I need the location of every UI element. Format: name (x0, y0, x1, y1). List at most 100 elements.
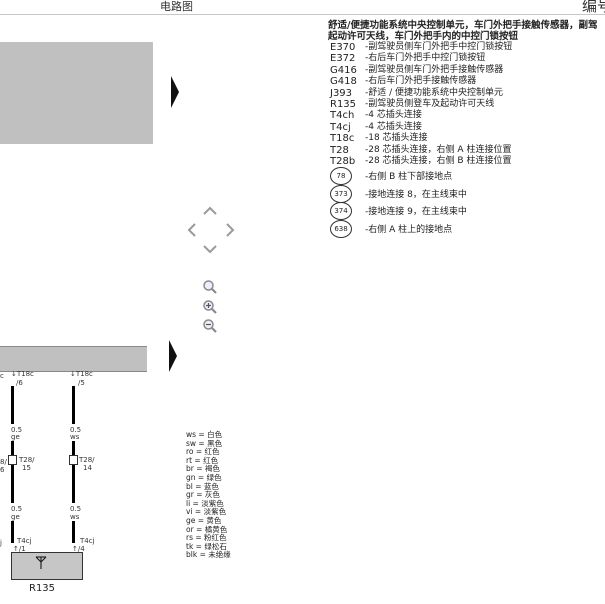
title-bar: 电路图 编号 (0, 0, 605, 15)
component-legend: 舒适/便捷功能系统中央控制单元，车门外把手接触传感器，副驾 起动许可天线，车门外… (328, 20, 605, 238)
zoom-out-icon[interactable] (202, 318, 218, 338)
wire-color-list: ws = 白色 sw = 黑色 ro = 红色 rt = 红色 br = 褐色 … (186, 430, 266, 560)
legend-row: G418 -右后车门外把手接触传感器 (328, 76, 605, 87)
connector-pin: ↑/1 (13, 545, 26, 553)
connector-pin: 15 (22, 464, 31, 472)
color-code: ws = 白色 (186, 430, 223, 439)
legend-code: G418 (330, 76, 357, 88)
connector-t4cj-label: T4cj (80, 537, 95, 545)
connector-pin: 14 (83, 464, 92, 472)
cutoff-label: c (0, 372, 4, 380)
legend-row: T28 -28 芯插头连接，右侧 A 柱连接位置 (328, 145, 605, 156)
legend-code: T28 (330, 144, 349, 156)
color-code: li = 淡紫色 (186, 498, 224, 508)
wire-color: ws (70, 513, 80, 521)
legend-row: J393 -舒适 / 便捷功能系统中央控制单元 (328, 88, 605, 99)
legend-code: T28b (330, 155, 356, 167)
wire-color: ws (70, 433, 80, 441)
legend-desc: -右后车门外把手中控门锁按钮 (365, 53, 486, 64)
color-code: gr = 灰色 (186, 490, 220, 500)
wire-segment (72, 441, 75, 455)
connector-pin: /6 (16, 379, 23, 387)
diagram-pane-bottom (0, 346, 147, 372)
pan-right-icon[interactable] (226, 223, 236, 240)
legend-row: R135-副驾驶员侧登车及起动许可天线 (328, 99, 605, 110)
cutoff-label: 6 (0, 466, 5, 474)
color-code: ge = 黄色 (186, 515, 222, 525)
color-code: sw = 黑色 (186, 438, 223, 448)
legend-desc: -舒适 / 便捷功能系统中央控制单元 (365, 87, 504, 98)
wire-color: ge (11, 513, 20, 521)
document-number-label: 编号 (582, 0, 605, 15)
connector-pin: ↑/4 (72, 545, 85, 553)
legend-desc: -28 芯插头连接，右侧 A 柱连接位置 (365, 144, 512, 155)
legend-desc: -4 芯插头连接 (365, 121, 422, 132)
wire-gauge: 0.5 (11, 505, 23, 513)
r135-component-box (11, 552, 83, 580)
ground-row: 373-接地连接 8，在主线束中 (328, 184, 605, 203)
legend-code: G416 (330, 64, 357, 76)
color-code: blk = 未绝缘 (186, 550, 231, 560)
color-code: bl = 蓝色 (186, 481, 219, 491)
ground-desc: -接地连接 9，在主线束中 (365, 207, 467, 218)
legend-code: E370 (330, 42, 356, 53)
wire-segment (11, 521, 14, 543)
legend-desc: -右后车门外把手接触传感器 (365, 76, 477, 87)
legend-desc: -4 芯插头连接 (365, 110, 422, 121)
connector-t28-box (69, 455, 78, 465)
legend-desc: -副驾驶员侧车门外把手中控门锁按钮 (365, 42, 513, 52)
color-code: gn = 绿色 (186, 472, 222, 482)
diagram-pane-top (0, 42, 153, 144)
ground-row: 78 -右侧 B 柱下部接地点 (328, 167, 605, 186)
wire-segment (72, 386, 75, 424)
r135-label: R135 (29, 583, 56, 594)
pan-down-icon[interactable] (203, 244, 217, 258)
legend-desc: -副驾驶员侧登车及起动许可天线 (365, 98, 495, 109)
cutoff-label: 8/ (0, 458, 7, 466)
color-code: rs = 粉红色 (186, 533, 227, 543)
ground-row: 638 -右侧 A 柱上的接地点 (328, 219, 605, 238)
antenna-icon (35, 556, 47, 569)
wire-gauge: 0.5 (70, 426, 82, 434)
connector-t18c-label: ↓T18c (70, 370, 93, 378)
connector-t28-label: T28/ (79, 456, 95, 464)
ground-point-icon: 373 (330, 184, 352, 203)
next-page-arrow-bottom[interactable] (169, 340, 177, 372)
wire-color: ge (11, 433, 20, 441)
legend-heading-2: 起动许可天线，车门外把手内的中控门锁按钮 (328, 31, 519, 42)
legend-row: T28b-28 芯插头连接，右侧 B 柱连接位置 (328, 156, 605, 167)
color-code: ro = 红色 (186, 447, 220, 457)
ground-desc: -右侧 A 柱上的接地点 (365, 224, 453, 235)
legend-desc: -副驾驶员侧车门外把手接触传感器 (365, 64, 504, 75)
color-code: or = 橘黄色 (186, 524, 228, 534)
zoom-in-icon[interactable] (202, 299, 218, 319)
cutoff-label: j (0, 539, 2, 547)
connector-t28-label: T28/ (19, 456, 35, 464)
legend-heading-1: 舒适/便捷功能系统中央控制单元，车门外把手接触传感器，副驾 (328, 20, 598, 31)
next-page-arrow-top[interactable] (171, 76, 179, 108)
legend-code: T18c (330, 133, 355, 145)
legend-row: E372-右后车门外把手中控门锁按钮 (328, 53, 605, 64)
connector-t18c-label: ↓T18c (11, 370, 34, 378)
ground-point-icon: 78 (330, 167, 352, 186)
wire-segment (11, 465, 14, 503)
legend-row: T18c -18 芯插头连接 (328, 133, 605, 144)
legend-code: T4ch (330, 110, 355, 122)
legend-code: J393 (330, 87, 353, 99)
legend-desc: -18 芯插头连接 (365, 133, 428, 144)
legend-code: T4cj (330, 121, 351, 133)
ground-point-icon: 374 (330, 202, 352, 221)
pan-up-icon[interactable] (203, 204, 217, 218)
wire-gauge: 0.5 (70, 505, 82, 513)
wire-segment (72, 521, 75, 543)
legend-row: G416 -副驾驶员侧车门外把手接触传感器 (328, 65, 605, 76)
connector-pin: /5 (78, 379, 85, 387)
pan-left-icon[interactable] (186, 223, 196, 240)
legend-row: T4cj -4 芯插头连接 (328, 122, 605, 133)
wire-segment (11, 441, 14, 455)
ground-desc: -右侧 B 柱下部接地点 (365, 172, 453, 183)
zoom-fit-icon[interactable] (202, 279, 218, 299)
page-title: 电路图 (160, 0, 193, 13)
ground-point-icon: 638 (330, 219, 352, 238)
legend-row: E370 -副驾驶员侧车门外把手中控门锁按钮 (328, 42, 605, 53)
